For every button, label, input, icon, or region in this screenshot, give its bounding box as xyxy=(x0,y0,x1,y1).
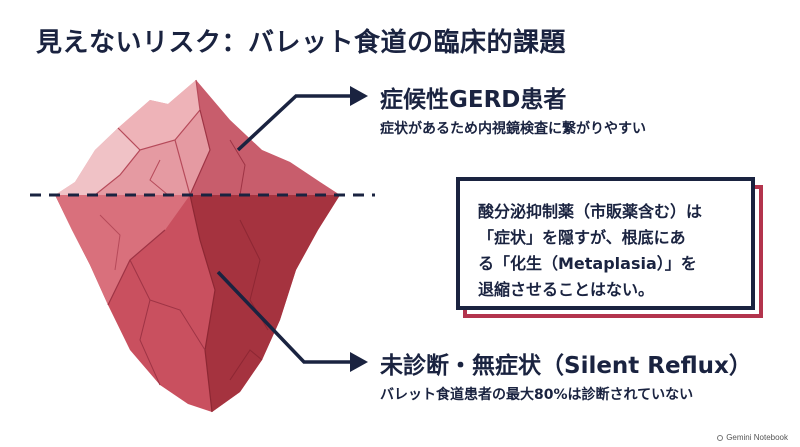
note-line: 「症状」を隠すが、根底にあ xyxy=(478,228,686,247)
arrow-right-icon xyxy=(236,94,352,152)
note-box xyxy=(456,177,755,310)
watermark-text: Gemini Notebook xyxy=(726,433,788,442)
top-callout-title: 症候性GERD患者 xyxy=(380,87,567,113)
watermark: Gemini Notebook xyxy=(717,433,788,442)
page-title: 見えないリスク：バレット食道の臨床的課題 xyxy=(36,28,567,58)
note-line: 退縮させることはない。 xyxy=(478,280,655,299)
note-line: る「化生（Metaplasia）」を xyxy=(478,254,697,273)
arrow-right-icon xyxy=(216,270,352,364)
note-box-text: 酸分泌抑制薬（市販薬含む）は 「症状」を隠すが、根底にあ る「化生（Metapl… xyxy=(478,199,744,303)
gemini-logo-icon xyxy=(717,434,724,441)
top-callout-subtitle: 症状があるため内視鏡検査に繋がりやすい xyxy=(380,121,646,137)
bottom-callout-subtitle: バレット食道患者の最大80%は診断されていない xyxy=(380,387,694,403)
note-line: 酸分泌抑制薬（市販薬含む）は xyxy=(478,202,703,221)
bottom-callout-title: 未診断・無症状（Silent Reflux） xyxy=(380,353,752,379)
